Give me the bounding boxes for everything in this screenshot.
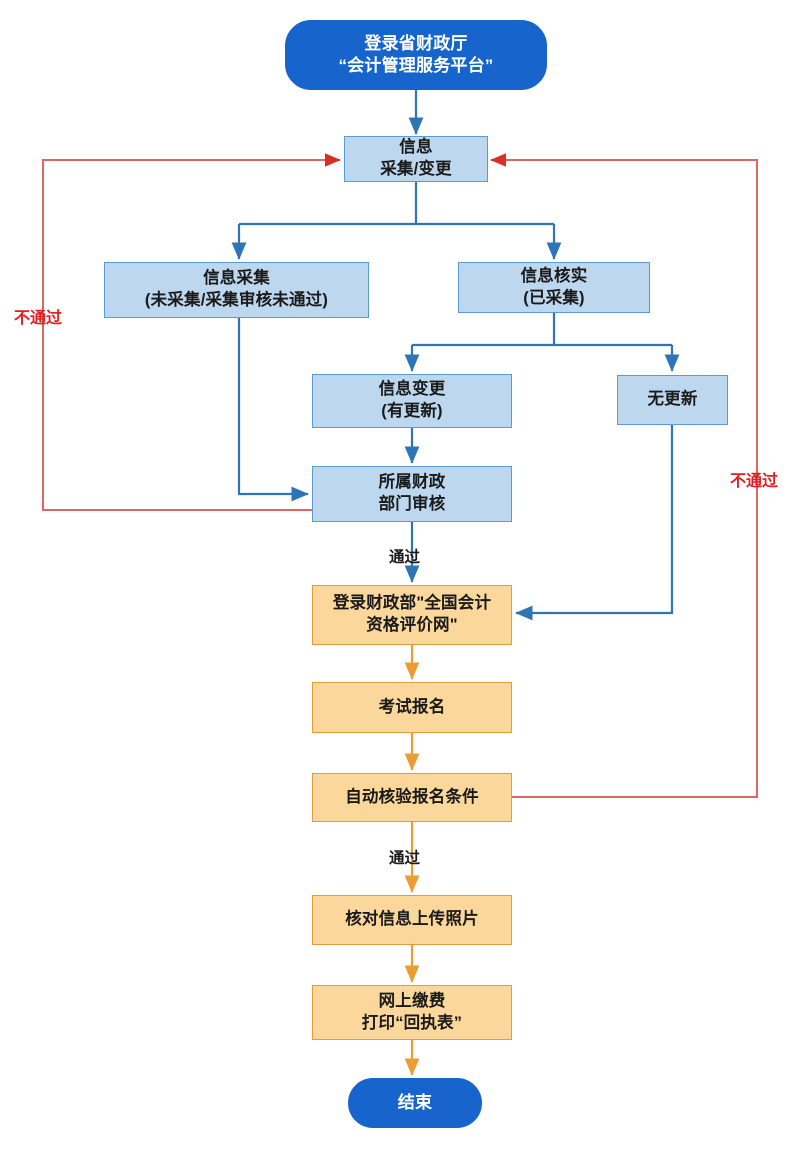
edge-label-fail-right: 不通过 [730,473,779,490]
node-end[interactable]: 结束 [348,1078,482,1128]
node-online-payment-label: 网上缴费 打印“回执表” [361,991,463,1032]
node-login-mof-site[interactable]: 登录财政部"全国会计 资格评价网" [312,585,512,645]
edge-label-pass-review: 通过 [389,549,421,566]
node-start-label: 登录省财政厅 “会计管理服务平台” [338,33,494,75]
node-info-change-label: 信息变更 (有更新) [378,380,446,420]
node-auto-verify-conditions[interactable]: 自动核验报名条件 [312,773,512,822]
node-info-verification-label: 信息核实 (已采集) [520,266,588,307]
edge-auto-verify-fail-to-collect [490,153,758,798]
node-start[interactable]: 登录省财政厅 “会计管理服务平台” [285,20,547,90]
node-end-label: 结束 [397,1092,433,1112]
node-no-update-label: 无更新 [647,390,698,409]
node-online-payment[interactable]: 网上缴费 打印“回执表” [312,985,512,1040]
node-collect-or-change-label: 信息 采集/变更 [380,138,452,178]
node-exam-registration-label: 考试报名 [378,697,446,716]
node-auto-verify-conditions-label: 自动核验报名条件 [345,787,479,806]
node-info-change[interactable]: 信息变更 (有更新) [312,374,512,428]
node-finance-dept-review[interactable]: 所属财政 部门审核 [312,466,512,522]
node-info-verification[interactable]: 信息核实 (已采集) [458,262,650,313]
node-collect-or-change[interactable]: 信息 采集/变更 [344,136,488,182]
node-info-collection-label: 信息采集 (未采集/采集审核未通过) [144,269,329,309]
node-no-update[interactable]: 无更新 [617,375,728,425]
edge-review-fail-to-collect [42,153,341,511]
node-exam-registration[interactable]: 考试报名 [312,682,512,733]
edge-label-pass-verify: 通过 [389,850,421,867]
edge-no-update-to-login [515,425,674,621]
node-check-info-upload-photo-label: 核对信息上传照片 [345,910,479,929]
edge-info-collection-to-review [237,318,309,502]
node-check-info-upload-photo[interactable]: 核对信息上传照片 [312,895,512,945]
node-info-collection[interactable]: 信息采集 (未采集/采集审核未通过) [104,262,369,318]
node-finance-dept-review-label: 所属财政 部门审核 [378,473,446,513]
edge-label-fail-left: 不通过 [14,310,63,327]
node-login-mof-site-label: 登录财政部"全国会计 资格评价网" [332,594,492,634]
